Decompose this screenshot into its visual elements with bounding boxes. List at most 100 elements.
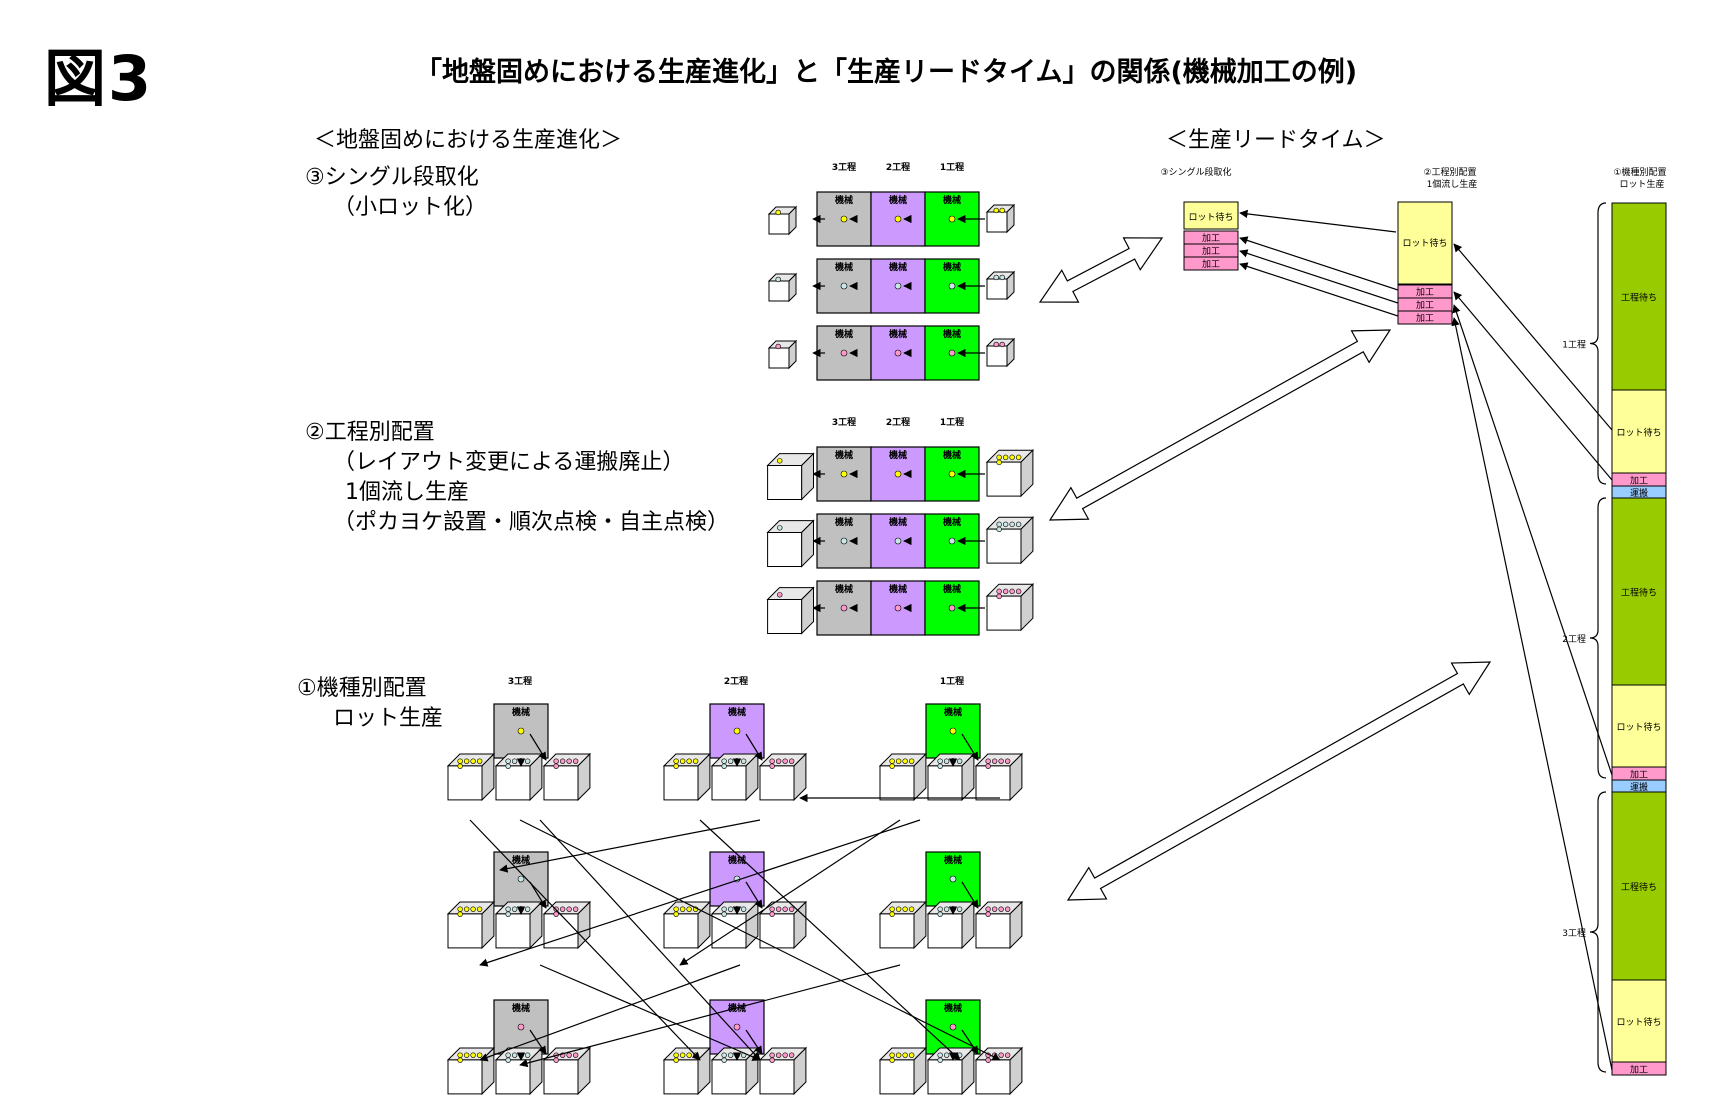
s1-box-r3-c1-b3-part bbox=[572, 1052, 579, 1058]
right-section-title: ＜生産リードタイム＞ bbox=[1166, 128, 1386, 153]
s2-row2-out-box bbox=[766, 519, 815, 568]
s2-row1-workpiece-3 bbox=[948, 470, 956, 478]
s1-box-r3-c3-b3-part bbox=[985, 1057, 991, 1063]
s1-box-r3-c2-b1-front bbox=[663, 1059, 699, 1095]
s1-box-r1-c2-b1-part bbox=[679, 758, 686, 764]
s1-box-r2-c1-b2-front bbox=[495, 913, 531, 949]
s1-box-r3-c1-b1-part bbox=[470, 1052, 476, 1058]
s1-box-r1-c2-b3-part bbox=[769, 763, 775, 769]
s1-box-r2-c2-b3-part bbox=[775, 906, 782, 912]
s2-header-3: 1工程 bbox=[940, 416, 964, 428]
stage2-line4: （ポカヨケ設置・順次点検・自主点検） bbox=[333, 510, 730, 535]
s1-header-2: 2工程 bbox=[724, 675, 748, 687]
s2-row2-workpiece-2 bbox=[894, 537, 902, 545]
s3-row2-out-box-part bbox=[775, 276, 781, 283]
s2-row1-in-box-part bbox=[996, 454, 1002, 461]
s1-box-r3-c3-b1-part bbox=[908, 1052, 915, 1058]
s1-box-r3-c3-b3-front bbox=[975, 1059, 1011, 1095]
s3-row2-workpiece-1 bbox=[840, 282, 848, 290]
s2-row3-workpiece-3 bbox=[948, 604, 956, 612]
s1-box-r1-c2-b3-part bbox=[788, 758, 795, 764]
col-flow-process-label-2: 加工 bbox=[1416, 300, 1434, 311]
s1-box-r2-c1-b1-part bbox=[457, 906, 463, 912]
s1-box-r2-c1-b2-part bbox=[505, 911, 511, 917]
s3-row2-in-box-part bbox=[993, 274, 999, 281]
s1-unload-arrow-r1-c2 bbox=[745, 733, 763, 761]
s1-transport-arrow-6 bbox=[539, 819, 761, 1061]
s1-box-r3-c3-b3-part bbox=[998, 1052, 1004, 1058]
double-arrow-stage2 bbox=[1048, 329, 1392, 521]
s1-box-r1-c1-b1-part bbox=[463, 758, 470, 764]
s1-box-r2-c3-b1 bbox=[878, 900, 928, 950]
s2-row3-out-box-front bbox=[767, 599, 803, 634]
s1-box-r2-c2-b3-part bbox=[782, 906, 788, 912]
s2-row1-in-box-part bbox=[1002, 454, 1009, 461]
s1-box-r2-c2-b1-part bbox=[673, 911, 679, 917]
s1-box-r1-c2-b2-part bbox=[721, 758, 727, 764]
col-flow-header2: 1個流し生産 bbox=[1427, 178, 1478, 190]
s3-row1-workpiece-3 bbox=[948, 215, 956, 223]
s2-row3-machine-label-3: 機械 bbox=[943, 583, 961, 595]
s2-row1-workpiece-1 bbox=[840, 470, 848, 478]
figure-label: 図3 bbox=[44, 42, 154, 115]
s1-box-r1-c1-b3-part bbox=[572, 758, 579, 764]
col-lot-label-8: 運搬 bbox=[1630, 781, 1648, 793]
s1-box-r3-c1-b3-part bbox=[553, 1057, 559, 1063]
col-flow-process-label-1: 加工 bbox=[1416, 287, 1434, 298]
s1-box-r1-c3-b2-part bbox=[937, 758, 943, 764]
flow-to-single-arrow-1 bbox=[1239, 209, 1397, 233]
s1-box-r3-c1-b2-front bbox=[495, 1059, 531, 1095]
col-lot-proc-wait-9 bbox=[1611, 791, 1667, 981]
s1-machine-label-r1-c3: 機械 bbox=[944, 706, 962, 718]
s1-box-r1-c2-b2-part bbox=[740, 758, 747, 764]
s2-row3-machine-label-2: 機械 bbox=[889, 583, 907, 595]
s3-row2-in-box bbox=[985, 270, 1016, 301]
s1-box-r2-c3-b3-part bbox=[985, 906, 991, 912]
s3-row2-machine-label-2: 機械 bbox=[889, 261, 907, 273]
s1-box-r1-c1-b2-front bbox=[495, 765, 531, 801]
s1-unload-arrow-r2-c1 bbox=[529, 881, 547, 909]
s1-workpiece-r2-c1 bbox=[517, 875, 525, 883]
s1-box-r2-c3-b2-front bbox=[927, 913, 963, 949]
s1-box-r2-c1-b1 bbox=[446, 900, 496, 950]
s2-row1-in-box bbox=[985, 448, 1035, 498]
s1-box-r1-c3-b2-part bbox=[937, 763, 943, 769]
s1-box-r1-c3-b1-front bbox=[879, 765, 915, 801]
s1-box-r3-c2-b1-part bbox=[673, 1057, 679, 1063]
s2-row1-in-box-part bbox=[1015, 454, 1022, 461]
col-lot-label-2: ロット待ち bbox=[1616, 427, 1661, 439]
s1-box-r2-c2-b1-part bbox=[673, 906, 679, 912]
s1-box-r3-c2-b3-part bbox=[782, 1052, 788, 1058]
s1-box-r3-c1-b1-part bbox=[457, 1052, 463, 1058]
s1-box-r1-c1-b1-part bbox=[457, 758, 463, 764]
col-single-process-label-1: 加工 bbox=[1202, 233, 1220, 244]
s1-box-r3-c1-b2 bbox=[494, 1046, 544, 1096]
s3-row1-in-box-part bbox=[999, 207, 1005, 214]
col-flow-process-label-3: 加工 bbox=[1416, 313, 1434, 324]
s1-box-r2-c3-b1-front bbox=[879, 913, 915, 949]
s2-row3-out-box bbox=[766, 586, 815, 635]
s1-transport-arrow-11 bbox=[539, 964, 761, 1061]
s1-box-r3-c3-b1-part bbox=[895, 1052, 902, 1058]
col-lot-label-1: 工程待ち bbox=[1621, 292, 1657, 304]
col-single-process-3 bbox=[1183, 256, 1239, 271]
s1-box-r1-c2-b1-part bbox=[673, 758, 679, 764]
main-title: 「地盤固めにおける生産進化」と「生産リードタイム」の関係(機械加工の例) bbox=[415, 57, 1358, 88]
s2-row1-out-box-front bbox=[767, 465, 803, 500]
s3-row1-machine-label-2: 機械 bbox=[889, 194, 907, 206]
lot-to-flow-arrow-2 bbox=[1453, 291, 1613, 481]
col-single-process-label-2: 加工 bbox=[1202, 246, 1220, 257]
s1-box-r1-c1-b2 bbox=[494, 752, 544, 802]
s1-box-r3-c2-b2 bbox=[710, 1046, 760, 1096]
s1-box-r1-c1-b2-part bbox=[511, 758, 518, 764]
s1-box-r2-c1-b1-part bbox=[476, 906, 483, 912]
s1-box-r2-c2-b3 bbox=[758, 900, 808, 950]
s2-row2-workpiece-1 bbox=[840, 537, 848, 545]
s1-box-r3-c3-b2-part bbox=[937, 1057, 943, 1063]
s1-box-r2-c2-b3-part bbox=[788, 906, 795, 912]
stage3-line1: ③シングル段取化 bbox=[305, 165, 479, 190]
s1-machine-label-r2-c3: 機械 bbox=[944, 854, 962, 866]
stage1-line2: ロット生産 bbox=[333, 706, 444, 731]
s3-row2-in-box-front bbox=[986, 278, 1008, 300]
s1-box-r1-c2-b2-part bbox=[727, 758, 734, 764]
